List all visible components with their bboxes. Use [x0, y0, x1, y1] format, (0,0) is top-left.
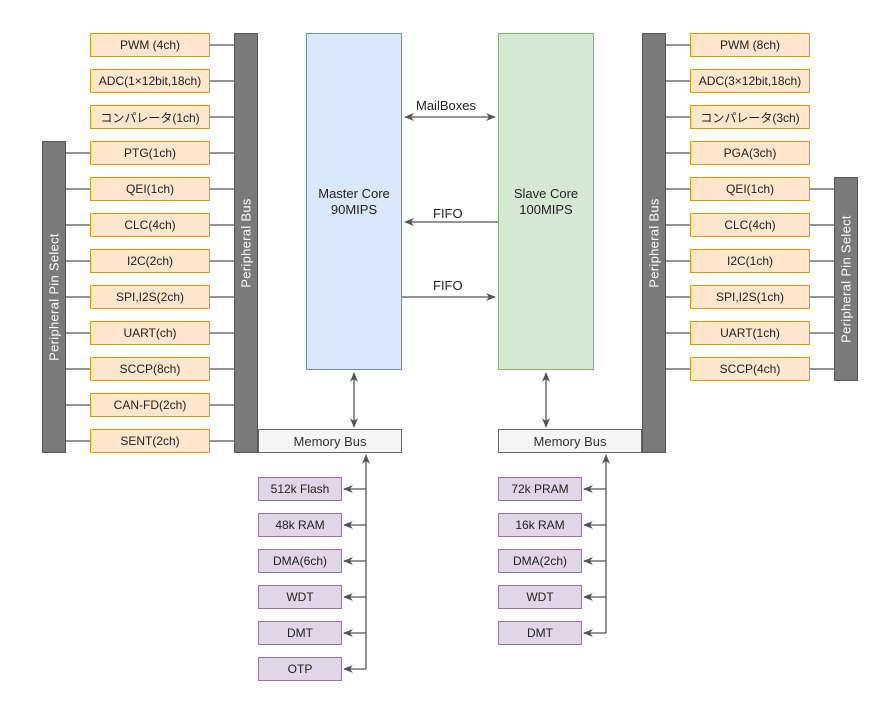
master-memory-4-label: DMT [287, 626, 313, 640]
master-core-name: Master Core [318, 185, 390, 201]
master-peripheral-2: コンパレータ(1ch) [90, 105, 210, 129]
slave-peripheral-0: PWM (8ch) [690, 33, 810, 57]
slave-peripheral-5-label: CLC(4ch) [724, 218, 776, 232]
fifo-master-to-slave-label: FIFO [433, 278, 463, 293]
master-peripheral-9: SCCP(8ch) [90, 357, 210, 381]
slave-memory-bus: Memory Bus [498, 429, 642, 453]
master-memory-bus: Memory Bus [258, 429, 402, 453]
slave-peripheral-4: QEI(1ch) [690, 177, 810, 201]
slave-memory-0: 72k PRAM [498, 477, 582, 501]
slave-memory-3-label: WDT [526, 590, 554, 604]
master-memory-0: 512k Flash [258, 477, 342, 501]
mailboxes-label: MailBoxes [416, 98, 476, 113]
slave-peripheral-1: ADC(3×12bit,18ch) [690, 69, 810, 93]
master-memory-0-label: 512k Flash [270, 482, 330, 496]
slave-core-speed: 100MIPS [519, 201, 573, 217]
master-peripheral-10: CAN-FD(2ch) [90, 393, 210, 417]
master-peripheral-11: SENT(2ch) [90, 429, 210, 453]
master-peripheral-bus: Peripheral Bus [234, 33, 258, 453]
slave-peripheral-5: CLC(4ch) [690, 213, 810, 237]
master-peripheral-2-label: コンパレータ(1ch) [100, 110, 200, 125]
master-peripheral-4-label: QEI(1ch) [125, 182, 174, 196]
slave-peripheral-8: UART(1ch) [690, 321, 810, 345]
master-peripheral-0: PWM (4ch) [90, 33, 210, 57]
slave-memory-bus-label: Memory Bus [533, 433, 607, 449]
master-peripheral-7: SPI,I2S(2ch) [90, 285, 210, 309]
master-peripheral-4: QEI(1ch) [90, 177, 210, 201]
slave-peripheral-9: SCCP(4ch) [690, 357, 810, 381]
slave-peripheral-0-label: PWM (8ch) [720, 38, 780, 52]
master-peripheral-9-label: SCCP(8ch) [119, 362, 181, 376]
master-peripheral-7-label: SPI,I2S(2ch) [115, 290, 185, 304]
master-memory-4: DMT [258, 621, 342, 645]
master-peripheral-3: PTG(1ch) [90, 141, 210, 165]
master-memory-5-label: OTP [287, 662, 313, 676]
slave-memory-2-label: DMA(2ch) [512, 554, 567, 568]
master-peripheral-10-label: CAN-FD(2ch) [113, 398, 187, 412]
master-memory-3-label: WDT [286, 590, 314, 604]
slave-peripheral-6-label: I2C(1ch) [726, 254, 773, 268]
master-peripheral-11-label: SENT(2ch) [120, 434, 180, 448]
slave-peripheral-3-label: PGA(3ch) [723, 146, 777, 160]
slave-peripheral-2: コンパレータ(3ch) [690, 105, 810, 129]
master-memory-1-label: 48k RAM [275, 518, 325, 532]
master-peripheral-bus-label: Peripheral Bus [238, 198, 254, 288]
slave-peripheral-bus-label: Peripheral Bus [646, 198, 662, 288]
master-pin-select-label: Peripheral Pin Select [46, 233, 62, 361]
slave-pin-select-label: Peripheral Pin Select [838, 215, 854, 343]
master-peripheral-6: I2C(2ch) [90, 249, 210, 273]
slave-memory-4: DMT [498, 621, 582, 645]
master-memory-1: 48k RAM [258, 513, 342, 537]
slave-peripheral-9-label: SCCP(4ch) [719, 362, 781, 376]
slave-core: Slave Core 100MIPS [498, 33, 594, 370]
slave-peripheral-8-label: UART(1ch) [720, 326, 780, 340]
master-core-speed: 90MIPS [330, 201, 378, 217]
slave-peripheral-4-label: QEI(1ch) [725, 182, 774, 196]
slave-peripheral-7-label: SPI,I2S(1ch) [715, 290, 785, 304]
master-pin-select-bar: Peripheral Pin Select [42, 141, 66, 453]
slave-peripheral-6: I2C(1ch) [690, 249, 810, 273]
slave-memory-1-label: 16k RAM [515, 518, 565, 532]
master-memory-2-label: DMA(6ch) [272, 554, 327, 568]
slave-peripheral-2-label: コンパレータ(3ch) [700, 110, 800, 125]
master-peripheral-0-label: PWM (4ch) [120, 38, 180, 52]
slave-memory-2: DMA(2ch) [498, 549, 582, 573]
master-peripheral-1: ADC(1×12bit,18ch) [90, 69, 210, 93]
slave-pin-select-bar: Peripheral Pin Select [834, 177, 858, 381]
master-peripheral-8-label: UART(ch) [123, 326, 177, 340]
master-peripheral-1-label: ADC(1×12bit,18ch) [98, 74, 202, 88]
master-peripheral-5-label: CLC(4ch) [124, 218, 176, 232]
slave-memory-0-label: 72k PRAM [511, 482, 569, 496]
slave-peripheral-bus: Peripheral Bus [642, 33, 666, 453]
master-memory-5: OTP [258, 657, 342, 681]
master-peripheral-3-label: PTG(1ch) [123, 146, 176, 160]
master-memory-bus-label: Memory Bus [293, 433, 367, 449]
master-peripheral-8: UART(ch) [90, 321, 210, 345]
master-memory-2: DMA(6ch) [258, 549, 342, 573]
slave-peripheral-1-label: ADC(3×12bit,18ch) [698, 74, 802, 88]
slave-peripheral-3: PGA(3ch) [690, 141, 810, 165]
master-peripheral-5: CLC(4ch) [90, 213, 210, 237]
slave-memory-1: 16k RAM [498, 513, 582, 537]
slave-core-name: Slave Core [513, 185, 579, 201]
fifo-slave-to-master-label: FIFO [433, 206, 463, 221]
master-memory-3: WDT [258, 585, 342, 609]
slave-peripheral-7: SPI,I2S(1ch) [690, 285, 810, 309]
master-core: Master Core 90MIPS [306, 33, 402, 370]
slave-memory-3: WDT [498, 585, 582, 609]
slave-memory-4-label: DMT [527, 626, 553, 640]
master-peripheral-6-label: I2C(2ch) [126, 254, 173, 268]
